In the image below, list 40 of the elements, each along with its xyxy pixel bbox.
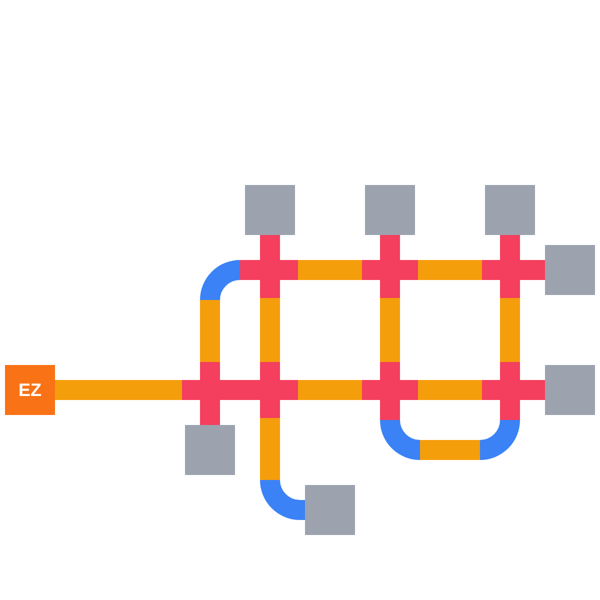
pipe bbox=[500, 298, 520, 362]
pipe bbox=[200, 300, 220, 362]
pipe bbox=[538, 260, 545, 280]
pipe bbox=[260, 298, 280, 362]
terminal-tile bbox=[545, 365, 595, 415]
pipe bbox=[298, 380, 362, 400]
pipe-bend bbox=[480, 420, 520, 460]
pipe-bend bbox=[260, 480, 300, 520]
pipe bbox=[300, 500, 305, 520]
terminal-tile bbox=[485, 185, 535, 235]
pipe bbox=[418, 380, 482, 400]
junction-cross bbox=[242, 242, 298, 298]
terminal-tile bbox=[185, 425, 235, 475]
pipe bbox=[500, 235, 520, 242]
terminal-tile bbox=[245, 185, 295, 235]
pipe bbox=[380, 235, 400, 242]
junction-cross bbox=[362, 242, 418, 298]
pipe-bend bbox=[200, 260, 240, 300]
pipe bbox=[260, 235, 280, 242]
pipe bbox=[418, 260, 482, 280]
pipe bbox=[298, 260, 362, 280]
junction-cross bbox=[362, 362, 418, 418]
pipe bbox=[55, 380, 182, 400]
terminal-tile bbox=[545, 245, 595, 295]
junction-cross bbox=[482, 242, 538, 298]
pipe bbox=[240, 260, 242, 280]
terminal-tile bbox=[365, 185, 415, 235]
junction-cross bbox=[242, 362, 298, 418]
pipe-bend bbox=[380, 420, 420, 460]
junction-cross bbox=[182, 362, 238, 418]
pipe bbox=[200, 418, 220, 425]
pipe bbox=[538, 380, 545, 400]
pipe bbox=[420, 440, 480, 460]
terminal-tile bbox=[305, 485, 355, 535]
junction-cross bbox=[482, 362, 538, 418]
label-tile: EZ bbox=[5, 365, 55, 415]
pipe bbox=[380, 418, 400, 420]
pipe bbox=[380, 298, 400, 362]
pipe bbox=[260, 418, 280, 480]
pipe bbox=[500, 418, 520, 420]
